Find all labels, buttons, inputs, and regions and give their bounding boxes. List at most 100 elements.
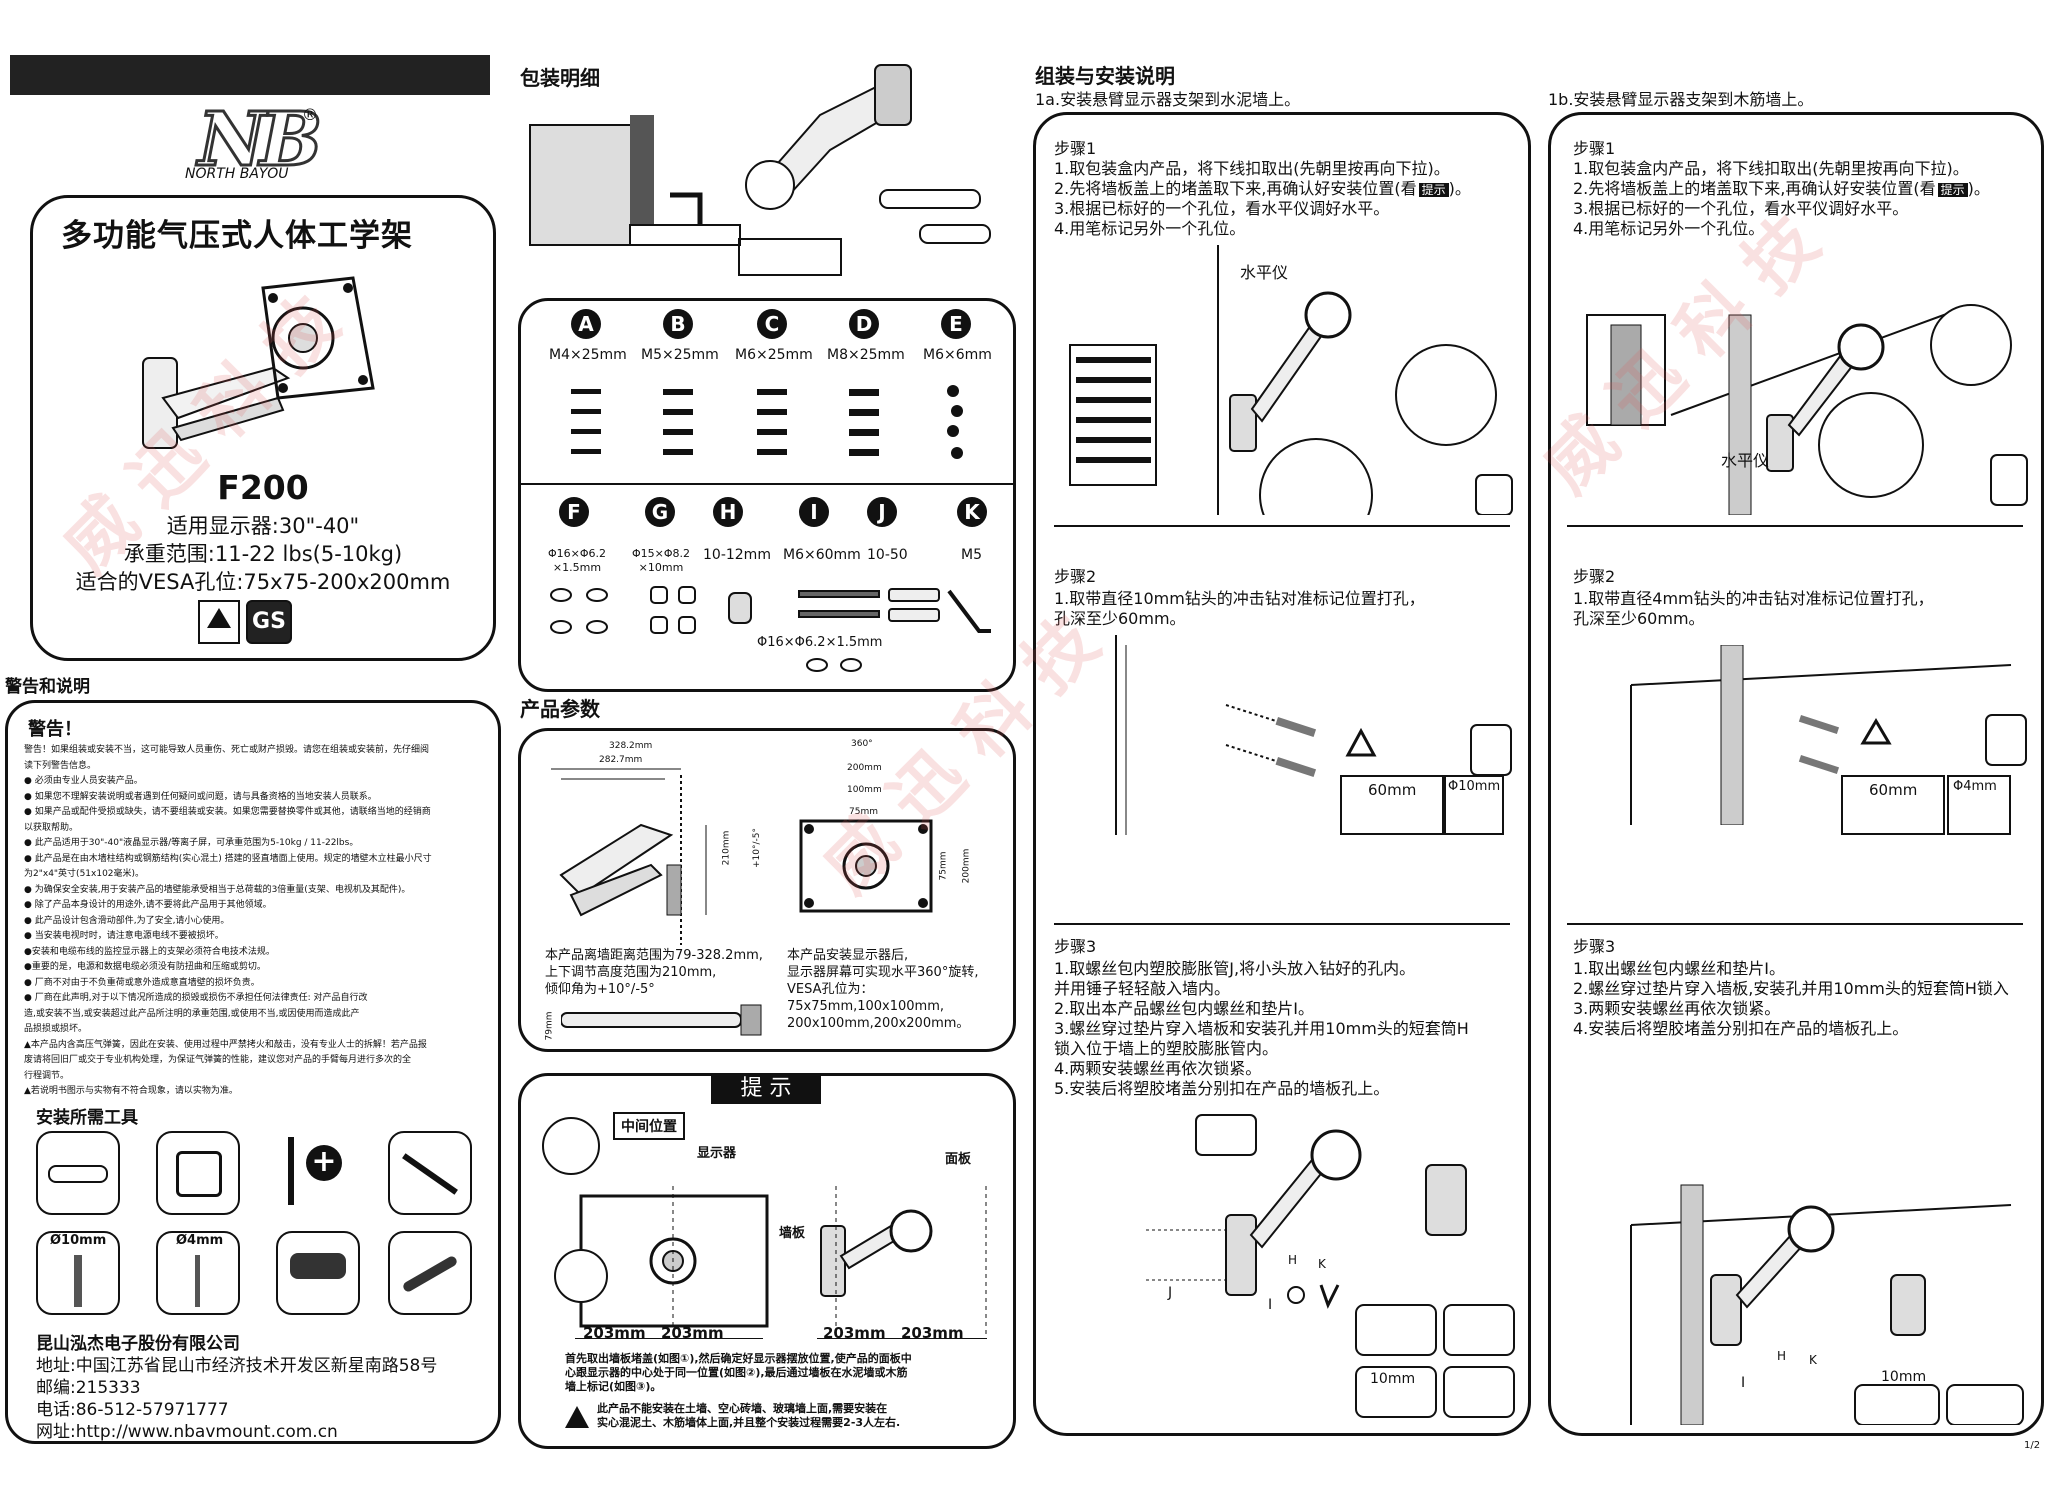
wood-socket-label: 10mm (1881, 1369, 1927, 1385)
caution-icon (565, 1406, 589, 1428)
logo-mark: NB (196, 96, 323, 185)
part-size-b: M5×25mm (641, 347, 719, 363)
parts-divider (521, 483, 1013, 485)
warning-title: 警告！ (28, 719, 82, 740)
vesa-plate-drawing (799, 819, 933, 913)
concrete-step2-line2: 孔深至少60mm。 (1054, 609, 1186, 628)
concrete-panel: 步骤1 1.取包装盒内产品，将下线扣取出(先朝里按再向下拉)。 2.先将墙板盖上… (1033, 112, 1531, 1436)
part-letter-j: J (867, 497, 897, 527)
tips-warning: 此产品不能安装在土墙、空心砖墙、玻璃墙上面,需要安装在实心混泥土、木筋墙体上面,… (597, 1402, 901, 1429)
product-arm-drawing (142, 276, 375, 449)
part-letter-a: A (571, 309, 601, 339)
params-left-text: 本产品离墙距离范围为79-328.2mm,上下调节高度范围为210mm,倾仰角为… (545, 948, 763, 997)
brand-name: NORTH BAYOU (185, 166, 289, 182)
dim-100: 100mm (847, 785, 882, 795)
wood-step1-line2: 2.先将墙板盖上的堵盖取下来,再确认好安装位置(看提示)。 (1573, 179, 1990, 198)
concrete-depth-label: 60mm (1368, 781, 1417, 799)
concrete-step3-line5: 锁入位于墙上的塑胶膨胀管内。 (1054, 1039, 1279, 1058)
wood-step1-line2-text: 2.先将墙板盖上的堵盖取下来,再确认好安装位置(看 (1573, 179, 1936, 198)
part-size-g: Φ15×Φ8.2×10mm (631, 547, 691, 574)
hint-badge: 提示 (1937, 183, 1968, 197)
gs-certification-logo: GS (246, 600, 292, 644)
warning-line: ▲若说明书图示与实物有不符合现象，请以实物为准。 (24, 1086, 238, 1096)
concrete-step2-drawing (1115, 635, 1512, 835)
warning-line: 废请将回旧厂或交于专业机构处理，为保证气弹簧的性能，建议您对产品的手臂每月进行多… (24, 1055, 412, 1065)
wood-step3-title: 步骤3 (1573, 937, 1616, 956)
wood-depth-box: 60mm (1841, 775, 1945, 835)
monitor-label: 显示器 (697, 1146, 737, 1161)
wood-step2-line1: 1.取带直径4mm钻头的冲击钻对准标记位置打孔， (1573, 589, 1934, 608)
dim-203-c: 203mm (823, 1324, 886, 1342)
part-size-j: 10-50 (867, 547, 908, 563)
tips-text: 首先取出墙板堵盖(如图①),然后确定好显示器摆放位置,使产品的面板中心跟显示器的… (565, 1352, 912, 1393)
warning-line: ● 为确保安全安装,用于安装产品的墙壁能承受相当于总荷载的3倍重量(支架、电视机… (24, 884, 411, 895)
product-title: 多功能气压式人体工学架 (61, 218, 413, 254)
product-model: F200 (217, 468, 309, 507)
concrete-step3-drawing (1146, 1114, 1515, 1418)
warning-line: ● 此产品适用于30"-40"液晶显示器/等离子屏，可承重范围为5-10kg /… (24, 838, 359, 848)
tuv-certification-logo (198, 600, 240, 644)
dim-75: 75mm (849, 807, 878, 817)
concrete-step3-line4: 3.螺丝穿过垫片穿入墙板和安装孔并用10mm头的短套筒H (1054, 1019, 1469, 1038)
warning-line: ●安装和电缆布线的监控显示器上的支架必须符合电技术法规。 (24, 946, 275, 957)
page-number: 1/2 (2024, 1440, 2041, 1451)
drill-4-label: Ø4mm (176, 1233, 224, 1248)
warning-line: ● 厂商在此声明,对于以下情况所造成的损毁或损伤不承担任何法律责任: 对产品自行… (24, 993, 368, 1003)
concrete-step3-line1: 1.取螺丝包内塑胶膨胀管J,将小头放入钻好的孔内。 (1054, 959, 1416, 978)
hardware-drawing (550, 586, 991, 672)
hint-badge: 提示 (1418, 183, 1449, 197)
dim-line-left (575, 1338, 763, 1339)
wood-step1-line4: 4.用笔标记另外一个孔位。 (1573, 219, 1765, 238)
dim-79: 79mm (544, 1011, 555, 1041)
dim-203-a: 203mm (583, 1324, 646, 1342)
concrete-step3-line7: 5.安装后将塑胶堵盖分别扣在产品的墙板孔上。 (1054, 1079, 1390, 1098)
concrete-step1-title: 步骤1 (1054, 139, 1097, 158)
part-letter-h: H (713, 497, 743, 527)
wood-panel: 步骤1 1.取包装盒内产品，将下线扣取出(先朝里按再向下拉)。 2.先将墙板盖上… (1548, 112, 2044, 1436)
brand-logo: NB ® (190, 96, 323, 185)
warning-line: 为2"x4"英寸(51x102毫米)。 (24, 869, 145, 879)
wallplate-label: 墙板 (779, 1226, 806, 1241)
positioning-drawing (542, 1117, 987, 1336)
spec-vesa: 适合的VESA孔位:75x75-200x200mm (75, 570, 451, 594)
warning-line: ▲本产品内含高压气弹簧，因此在安装、使用过程中严禁拷火和敲击，没有专业人士的拆解… (24, 1039, 427, 1050)
part-letter-e: E (941, 309, 971, 339)
company-name: 昆山泓杰电子股份有限公司 (36, 1334, 240, 1354)
concrete-title: 1a.安装悬臂显示器支架到水泥墙上。 (1035, 90, 1301, 109)
wood-step1-line1: 1.取包装盒内产品，将下线扣取出(先朝里按再向下拉)。 (1573, 159, 1969, 178)
tools-heading: 安装所需工具 (36, 1108, 138, 1128)
concrete-label-k: K (1318, 1257, 1326, 1271)
warning-card: 警告！ 警告！如果组装或安装不当，这可能导致人员重伤、死亡或财产损毁。请您在组装… (5, 700, 501, 1444)
concrete-step3-line6: 4.两颗安装螺丝再依次锁紧。 (1054, 1059, 1262, 1078)
header-black-bar (10, 55, 490, 95)
warning-line: 品损损或损坏。 (24, 1024, 88, 1034)
wood-step3-drawing (1630, 1184, 2024, 1425)
assembly-heading: 组装与安装说明 (1035, 64, 1175, 88)
warning-line: 行程调节。 (24, 1070, 70, 1081)
wood-bit-label: Φ4mm (1953, 779, 1997, 794)
concrete-label-j: J (1168, 1285, 1173, 1301)
concrete-bit-box: Φ10mm (1444, 775, 1504, 835)
part-size-h: 10-12mm (703, 547, 771, 563)
tool-tape-measure (156, 1131, 240, 1215)
tips-heading: 提 示 (711, 1074, 821, 1104)
concrete-step1-line1: 1.取包装盒内产品，将下线扣取出(先朝里按再向下拉)。 (1054, 159, 1450, 178)
min-depth-drawing (561, 1004, 762, 1036)
wood-step2-title: 步骤2 (1573, 567, 1616, 586)
package-parts-card: A B C D E M4×25mm M5×25mm M6×25mm M8×25m… (518, 298, 1016, 692)
dim-200-vertical: 200mm (961, 848, 972, 884)
side-dimension-drawing (551, 768, 707, 945)
tool-power-drill (276, 1231, 360, 1315)
tool-level (36, 1131, 120, 1215)
warning-line: 造,或安装不当,或安装超过此产品所注明的承重范围,或使用不当,或因使用而造成此产 (24, 1008, 360, 1019)
concrete-step1-line3: 3.根据已标好的一个孔位，看水平仪调好水平。 (1054, 199, 1390, 218)
part-size-a: M4×25mm (549, 347, 627, 363)
wood-step3-line2: 2.螺丝穿过垫片穿入墙板,安装孔并用10mm头的短套筒H锁入 (1573, 979, 2009, 998)
part-letter-i: I (799, 497, 829, 527)
warning-line: ● 此产品设计包含滑动部件,为了安全,请小心使用。 (24, 915, 230, 926)
concrete-label-h: H (1288, 1253, 1298, 1267)
wood-step1-drawing (1586, 304, 2028, 515)
spec-load: 承重范围:11-22 lbs(5-10kg) (123, 542, 403, 566)
concrete-step2-line1: 1.取带直径10mm钻头的冲击钻对准标记位置打孔， (1054, 589, 1425, 608)
concrete-step-divider-1 (1054, 525, 1510, 527)
